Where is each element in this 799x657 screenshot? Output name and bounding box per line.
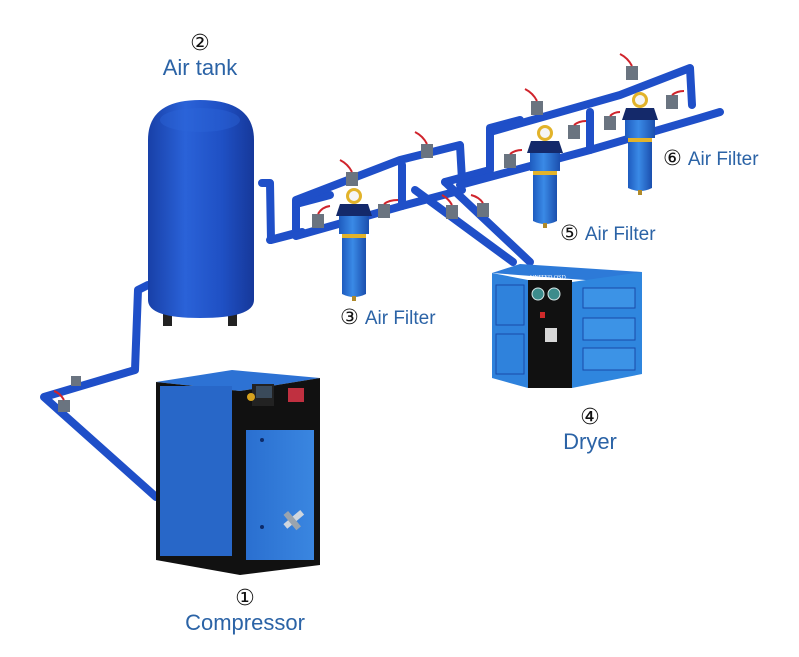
valve <box>312 205 331 228</box>
pipe-main-lower <box>266 191 334 244</box>
valves <box>53 53 685 412</box>
valve <box>604 111 621 130</box>
valve <box>470 194 489 217</box>
valve <box>441 194 458 219</box>
label-text: Air Filter <box>584 224 656 245</box>
label-number: ⑤ <box>560 222 579 245</box>
dryer-brand: UNITED OSD <box>530 275 566 281</box>
pipe-upper-main <box>486 64 696 136</box>
valve <box>378 199 399 218</box>
pipe-bypass-upper <box>292 141 466 208</box>
valve <box>568 120 587 139</box>
label-number: ① <box>235 585 255 610</box>
air-tank <box>148 100 254 326</box>
dryer: UNITED OSD <box>492 264 642 388</box>
valve <box>339 159 358 186</box>
label-number: ⑥ <box>663 147 682 170</box>
label-number: ④ <box>580 404 600 429</box>
pipe-network <box>40 64 724 501</box>
valve <box>414 131 433 158</box>
label-text: Dryer <box>563 429 617 454</box>
label-number: ③ <box>340 306 359 329</box>
label-air-tank: ② Air tank <box>140 31 260 81</box>
label-compressor: ① Compressor <box>165 586 325 636</box>
valve <box>619 53 638 80</box>
air-filter-6-unit <box>622 92 658 195</box>
air-filter-5-unit <box>527 125 563 228</box>
label-dryer: ④ Dryer <box>540 405 640 455</box>
label-text: Air tank <box>162 55 238 80</box>
label-text: Air Filter <box>364 308 436 329</box>
pipe-to-dryer-1 <box>411 186 517 266</box>
label-text: Compressor <box>185 610 305 635</box>
valve <box>666 90 685 109</box>
pipe-compressor-to-tank <box>40 281 160 501</box>
label-number: ② <box>190 30 210 55</box>
valve <box>504 149 523 168</box>
air-filter-3-unit <box>336 188 372 301</box>
label-text: Air Filter <box>687 149 759 170</box>
valve <box>71 376 81 386</box>
valve <box>53 390 70 412</box>
compressor <box>156 370 320 575</box>
pipe-to-dryer-2 <box>441 178 534 266</box>
valve <box>524 88 543 115</box>
